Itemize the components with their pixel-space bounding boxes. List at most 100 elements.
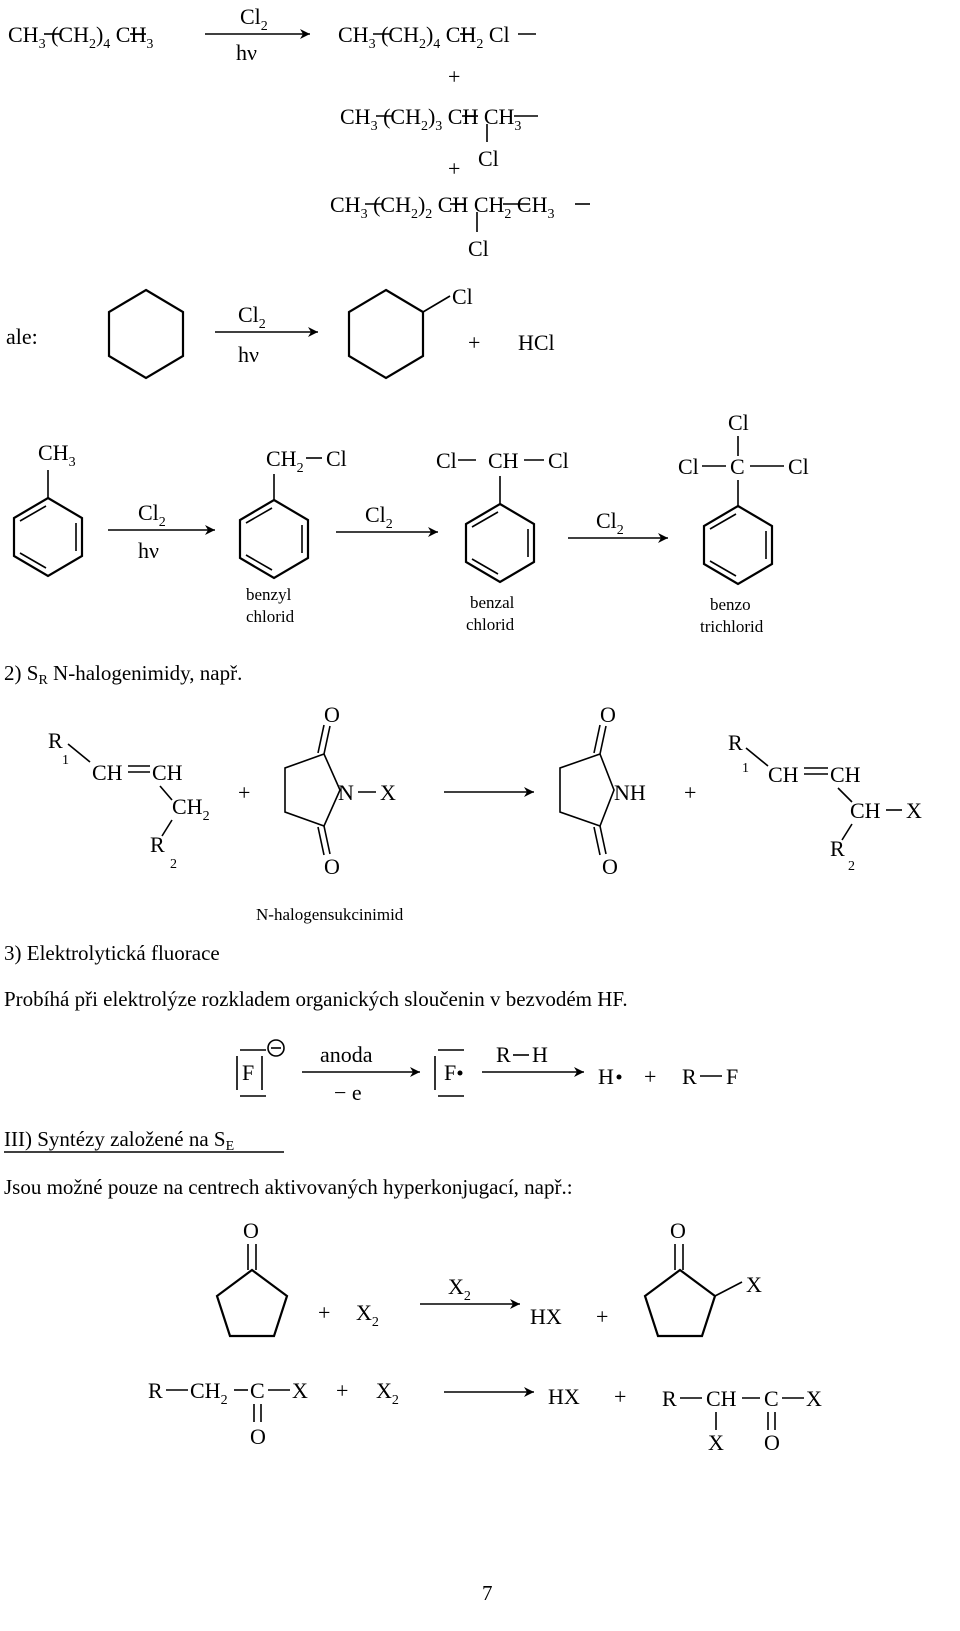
svg-text:2: 2 xyxy=(170,857,177,872)
svg-text:Cl2: Cl2 xyxy=(365,502,393,532)
reaction-cyclopentanone-halogenation: O + X2 X2 HX + O X xyxy=(215,1218,762,1338)
section-se-text: Jsou možné pouze na centrech aktivovanýc… xyxy=(4,1175,573,1199)
ale-label: ale: xyxy=(6,324,38,349)
svg-text:F: F xyxy=(444,1060,456,1085)
svg-text:CH: CH xyxy=(706,1386,737,1411)
nhs-label: N-halogensukcinimid xyxy=(256,905,404,924)
svg-text:Cl: Cl xyxy=(788,454,809,479)
benzene-ring-benzyl xyxy=(238,498,310,580)
svg-text:O: O xyxy=(324,854,340,879)
svg-text:CH: CH xyxy=(768,762,799,787)
succinimide: O O NH xyxy=(559,702,646,879)
svg-text:Cl2: Cl2 xyxy=(240,4,268,34)
svg-text:CH3 (CH2)2 CH CH2 CH3: CH3 (CH2)2 CH CH2 CH3 xyxy=(330,192,554,222)
svg-text:O: O xyxy=(764,1430,780,1455)
svg-text:CH3: CH3 xyxy=(38,440,76,470)
svg-text:+: + xyxy=(238,780,250,805)
svg-text:+: + xyxy=(596,1304,608,1329)
svg-text:CH: CH xyxy=(830,762,861,787)
chlorocyclohexane-ring xyxy=(347,288,425,380)
hv-label-2: hν xyxy=(238,342,259,367)
svg-text:F: F xyxy=(726,1064,738,1089)
svg-text:X: X xyxy=(708,1430,724,1455)
hv-label: hν xyxy=(236,40,257,65)
benzene-ring-benzal xyxy=(464,502,536,584)
svg-text:R: R xyxy=(662,1386,677,1411)
svg-text:X: X xyxy=(380,780,396,805)
halocyclopentanone-ring xyxy=(643,1268,717,1338)
svg-text:O: O xyxy=(250,1424,266,1449)
svg-text:Cl: Cl xyxy=(468,236,489,261)
svg-text:C: C xyxy=(250,1378,265,1403)
svg-text:CH2: CH2 xyxy=(266,446,304,476)
svg-text:2: 2 xyxy=(848,859,855,874)
svg-text:Cl: Cl xyxy=(548,448,569,473)
benzo-label-2: trichlorid xyxy=(700,617,764,636)
svg-text:Cl: Cl xyxy=(478,146,499,171)
svg-text:+: + xyxy=(318,1300,330,1325)
svg-text:C: C xyxy=(764,1386,779,1411)
svg-text:+: + xyxy=(614,1384,626,1409)
benzyl-label-1: benzyl xyxy=(246,585,292,604)
svg-text:NH: NH xyxy=(614,780,646,805)
svg-text:X: X xyxy=(292,1378,308,1403)
svg-text:+: + xyxy=(336,1378,348,1403)
svg-text:O: O xyxy=(670,1218,686,1243)
benzal-label-2: chlorid xyxy=(466,615,515,634)
benzal-label-1: benzal xyxy=(470,593,515,612)
svg-text:CH: CH xyxy=(92,760,123,785)
svg-text:R: R xyxy=(496,1042,511,1067)
minus-e-label: − e xyxy=(334,1080,362,1105)
svg-text:+: + xyxy=(468,330,480,355)
anoda-label: anoda xyxy=(320,1042,373,1067)
cyclopentanone-ring xyxy=(215,1268,289,1338)
section-se-heading: III) Syntézy založené na SE xyxy=(4,1127,234,1154)
reaction-toluene-chlorination: CH3 Cl2 hν CH2 Cl benzyl chlorid Cl2 Cl … xyxy=(12,410,809,636)
reaction-allylic-halogenation: R 1 CH CH CH2 R 2 + O O N X N-halogensuk… xyxy=(48,702,922,924)
svg-text:HX: HX xyxy=(548,1384,580,1409)
svg-text:R: R xyxy=(150,832,165,857)
svg-text:X: X xyxy=(906,798,922,823)
svg-text:X2: X2 xyxy=(356,1300,379,1330)
svg-text:CH3 (CH2)4 CH3: CH3 (CH2)4 CH3 xyxy=(8,22,153,52)
svg-text:CH: CH xyxy=(850,798,881,823)
svg-text:X: X xyxy=(806,1386,822,1411)
svg-text:C: C xyxy=(730,454,745,479)
svg-text:Cl: Cl xyxy=(728,410,749,435)
section-fluor-heading: 3) Elektrolytická fluorace xyxy=(4,941,220,965)
svg-text:O: O xyxy=(243,1218,259,1243)
svg-text:F: F xyxy=(242,1060,254,1085)
svg-text:Cl2: Cl2 xyxy=(238,302,266,332)
hv-label-3: hν xyxy=(138,538,159,563)
svg-text:Cl2: Cl2 xyxy=(596,508,624,538)
svg-text:Cl: Cl xyxy=(452,284,473,309)
n-halosuccinimide: O O N X xyxy=(284,702,396,879)
svg-text:CH2: CH2 xyxy=(172,794,210,824)
svg-text:CH2: CH2 xyxy=(190,1378,228,1408)
svg-text:R: R xyxy=(148,1378,163,1403)
reaction-hexane-chlorination: CH3 (CH2)4 CH3 Cl2 hν CH3 (CH2)4 CH2 Cl … xyxy=(8,4,590,261)
benzene-ring-benzotrichloride xyxy=(702,504,774,586)
section-fluor-text: Probíhá při elektrolýze rozkladem organi… xyxy=(4,987,628,1011)
benzyl-label-2: chlorid xyxy=(246,607,295,626)
svg-text:O: O xyxy=(324,702,340,727)
reaction-cyclohexane-chlorination: ale: Cl2 hν Cl + HCl xyxy=(6,284,555,380)
svg-text:CH3 (CH2)4 CH2 Cl: CH3 (CH2)4 CH2 Cl xyxy=(338,22,510,52)
svg-text:N: N xyxy=(338,780,354,805)
svg-text:+: + xyxy=(448,64,460,89)
benzo-label-1: benzo xyxy=(710,595,751,614)
page-number: 7 xyxy=(482,1581,493,1605)
svg-text:+: + xyxy=(448,156,460,181)
svg-text:+: + xyxy=(644,1064,656,1089)
svg-text:1: 1 xyxy=(62,753,69,768)
svg-text:X: X xyxy=(746,1272,762,1297)
svg-text:R: R xyxy=(830,836,845,861)
svg-text:R: R xyxy=(682,1064,697,1089)
svg-text:Cl: Cl xyxy=(678,454,699,479)
svg-text:HX: HX xyxy=(530,1304,562,1329)
svg-text:Cl: Cl xyxy=(436,448,457,473)
svg-text:X2: X2 xyxy=(448,1274,471,1304)
reaction-electrolytic-fluorination: F anoda − e F R H H + R F xyxy=(236,1039,738,1105)
